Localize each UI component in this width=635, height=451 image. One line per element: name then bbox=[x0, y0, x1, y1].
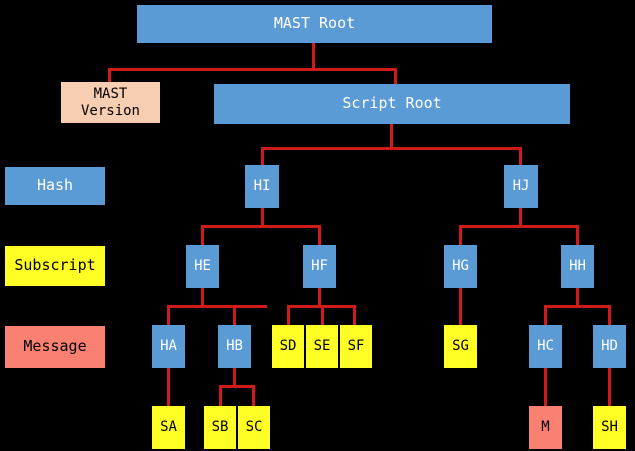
edge-he-bus bbox=[167, 305, 267, 308]
node-sd-label: SD bbox=[279, 338, 297, 355]
node-se[interactable]: SE bbox=[306, 325, 338, 368]
node-se-label: SE bbox=[313, 338, 331, 355]
node-hh-label: HH bbox=[569, 258, 586, 275]
legend-hash-label: Hash bbox=[36, 176, 74, 195]
edge-he-to-hb bbox=[233, 305, 236, 326]
edge-hf-to-se bbox=[321, 305, 324, 326]
node-hi[interactable]: HI bbox=[245, 165, 279, 208]
node-sa[interactable]: SA bbox=[152, 406, 185, 449]
node-sb[interactable]: SB bbox=[204, 406, 236, 449]
node-script-root-label: Script Root bbox=[342, 94, 442, 113]
edge-mast-root-stem bbox=[312, 42, 315, 71]
legend-subscript-label: Subscript bbox=[14, 256, 96, 275]
legend-item-message: Message bbox=[5, 326, 105, 368]
node-mast-root[interactable]: MAST Root bbox=[137, 5, 492, 43]
edge-hb-bus bbox=[219, 385, 255, 388]
legend-item-hash: Hash bbox=[5, 167, 105, 205]
node-hc-label: HC bbox=[537, 338, 554, 355]
edge-hd-to-sh bbox=[608, 368, 611, 408]
node-sh[interactable]: SH bbox=[593, 406, 626, 449]
node-ha[interactable]: HA bbox=[152, 325, 185, 368]
edge-he-stem bbox=[201, 288, 204, 307]
node-mast-version-label: MAST Version bbox=[80, 86, 140, 119]
edge-mast-root-to-mast-version bbox=[108, 68, 111, 83]
node-sf[interactable]: SF bbox=[340, 325, 372, 368]
node-hj[interactable]: HJ bbox=[504, 165, 538, 208]
node-hb[interactable]: HB bbox=[218, 325, 251, 368]
node-hh[interactable]: HH bbox=[561, 245, 594, 288]
edge-he-to-ha bbox=[167, 305, 170, 326]
edge-hi-bus bbox=[201, 225, 321, 228]
node-sd[interactable]: SD bbox=[272, 325, 304, 368]
edge-hb-to-sb bbox=[219, 385, 222, 408]
node-m[interactable]: M bbox=[529, 406, 562, 449]
node-sg[interactable]: SG bbox=[444, 325, 477, 368]
node-m-label: M bbox=[541, 419, 550, 436]
node-sc[interactable]: SC bbox=[238, 406, 270, 449]
edge-hb-stem bbox=[233, 368, 236, 387]
node-mast-root-label: MAST Root bbox=[273, 14, 356, 33]
edge-hf-stem bbox=[318, 288, 321, 307]
legend-item-subscript: Subscript bbox=[5, 246, 105, 286]
edge-hb-to-sc bbox=[252, 385, 255, 408]
legend-message-label: Message bbox=[23, 337, 87, 356]
edge-hj-bus bbox=[459, 225, 579, 228]
edge-hj-to-hh bbox=[576, 225, 579, 246]
edge-hj-to-hg bbox=[459, 225, 462, 246]
edge-hf-to-sd bbox=[287, 305, 290, 326]
edge-hi-stem bbox=[261, 208, 264, 227]
edge-hh-stem bbox=[576, 288, 579, 307]
node-hj-label: HJ bbox=[512, 178, 530, 195]
node-he[interactable]: HE bbox=[186, 245, 219, 288]
node-ha-label: HA bbox=[160, 338, 177, 355]
edge-ha-to-sa bbox=[167, 368, 170, 408]
node-mast-version[interactable]: MAST Version bbox=[61, 82, 160, 123]
node-sf-label: SF bbox=[347, 338, 365, 355]
node-hd[interactable]: HD bbox=[593, 325, 626, 368]
node-script-root[interactable]: Script Root bbox=[214, 84, 570, 124]
edge-hj-stem bbox=[519, 208, 522, 227]
edge-script-root-bus bbox=[261, 147, 522, 150]
edge-hi-to-hf bbox=[318, 225, 321, 246]
node-hf-label: HF bbox=[311, 258, 328, 275]
node-hi-label: HI bbox=[253, 178, 271, 195]
node-he-label: HE bbox=[194, 258, 211, 275]
node-hc[interactable]: HC bbox=[529, 325, 562, 368]
node-sc-label: SC bbox=[245, 419, 263, 436]
node-sg-label: SG bbox=[452, 338, 469, 355]
node-hb-label: HB bbox=[226, 338, 243, 355]
edge-hf-to-sf bbox=[353, 305, 356, 326]
edge-mast-root-to-script-root bbox=[394, 68, 397, 85]
node-hf[interactable]: HF bbox=[303, 245, 336, 288]
edge-script-root-to-hi bbox=[261, 147, 264, 166]
edge-hh-to-hc bbox=[544, 305, 547, 326]
edge-hc-to-m bbox=[544, 368, 547, 408]
edge-script-root-to-hj bbox=[519, 147, 522, 166]
edge-script-root-stem bbox=[390, 124, 393, 150]
edge-hh-bus bbox=[544, 305, 611, 308]
node-sa-label: SA bbox=[160, 419, 177, 436]
node-hg[interactable]: HG bbox=[444, 245, 477, 288]
node-sb-label: SB bbox=[211, 419, 229, 436]
edge-hh-to-hd bbox=[608, 305, 611, 326]
node-hg-label: HG bbox=[452, 258, 469, 275]
edge-hg-to-sg bbox=[459, 288, 462, 326]
node-hd-label: HD bbox=[601, 338, 618, 355]
edge-hi-to-he bbox=[201, 225, 204, 246]
edge-mast-root-bus bbox=[108, 68, 397, 71]
node-sh-label: SH bbox=[601, 419, 618, 436]
